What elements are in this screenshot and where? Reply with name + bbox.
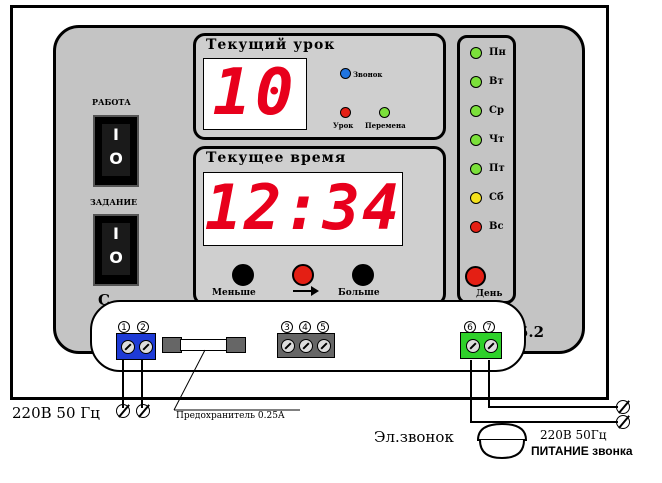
bell-label: Звонок (353, 70, 383, 79)
fuse-label: Предохранитель 0.25А (176, 411, 285, 421)
screw-5 (317, 339, 331, 353)
arrow-right-icon (293, 290, 313, 292)
terminal-number-2: 2 (137, 321, 149, 333)
screw-1 (121, 340, 135, 354)
break-label: Перемена (365, 121, 406, 130)
left-partial-letter: С (98, 291, 110, 309)
lesson-display: 10 (203, 58, 307, 130)
bell-supply-label: 220В 50Гц (540, 428, 607, 442)
fuse-icon (162, 337, 247, 353)
lesson-panel-title: Текущий урок (206, 37, 336, 53)
mains-terminal-1-icon (116, 404, 130, 418)
terminal-block-sensor (277, 333, 335, 358)
day-button[interactable] (465, 266, 486, 287)
bell-terminal-2-icon (616, 415, 630, 429)
terminal-number-3: 3 (281, 321, 293, 333)
day-label: Сб (489, 192, 504, 203)
arrow-head-icon (311, 286, 319, 296)
on-glyph: I (113, 125, 119, 144)
day-label: Вт (489, 76, 504, 87)
day-label: Пт (489, 163, 505, 174)
lesson-label: Урок (333, 121, 354, 130)
mains-label: 220В 50 Гц (12, 404, 100, 422)
day-led (470, 163, 482, 175)
lesson-digits: 10 (212, 56, 298, 130)
time-panel-title: Текущее время (206, 150, 347, 166)
break-led (379, 107, 390, 118)
off-glyph: O (109, 149, 123, 168)
screw-2 (139, 340, 153, 354)
terminal-number-4: 4 (299, 321, 311, 333)
terminal-block-mains (116, 333, 156, 360)
day-label: Вс (489, 221, 504, 232)
terminal-number-5: 5 (317, 321, 329, 333)
day-led (470, 134, 482, 146)
day-led (470, 76, 482, 88)
bell-led (340, 68, 351, 79)
time-digits: 12:34 (204, 171, 402, 244)
select-button[interactable] (292, 264, 314, 286)
day-panel (457, 35, 516, 304)
terminal-block-bell (460, 332, 502, 359)
screw-3 (281, 339, 295, 353)
bell-terminal-1-icon (616, 400, 630, 414)
screw-6 (466, 339, 480, 353)
terminal-number-6: 6 (464, 321, 476, 333)
screw-7 (484, 339, 498, 353)
work-switch[interactable]: I O (93, 115, 139, 187)
day-led (470, 47, 482, 59)
day-label: Чт (489, 134, 505, 145)
more-button[interactable] (352, 264, 374, 286)
mains-terminal-2-icon (136, 404, 150, 418)
day-led (470, 221, 482, 233)
time-display: 12:34 (203, 172, 403, 246)
day-led (470, 105, 482, 117)
day-label: Ср (489, 105, 504, 116)
task-switch-label: ЗАДАНИЕ (90, 197, 138, 207)
less-label: Меньше (212, 288, 256, 298)
terminal-number-7: 7 (483, 321, 495, 333)
day-button-label: День (476, 289, 503, 299)
day-led (470, 192, 482, 204)
lesson-led (340, 107, 351, 118)
task-switch[interactable]: I O (93, 214, 139, 286)
off-glyph: O (109, 248, 123, 267)
work-switch-label: РАБОТА (92, 97, 131, 107)
on-glyph: I (113, 224, 119, 243)
bell-power-label: ПИТАНИЕ звонка (531, 444, 633, 458)
day-label: Пн (489, 47, 506, 58)
screw-4 (299, 339, 313, 353)
less-button[interactable] (232, 264, 254, 286)
terminal-number-1: 1 (118, 321, 130, 333)
bell-label: Эл.звонок (374, 428, 454, 446)
more-label: Больше (338, 288, 380, 298)
